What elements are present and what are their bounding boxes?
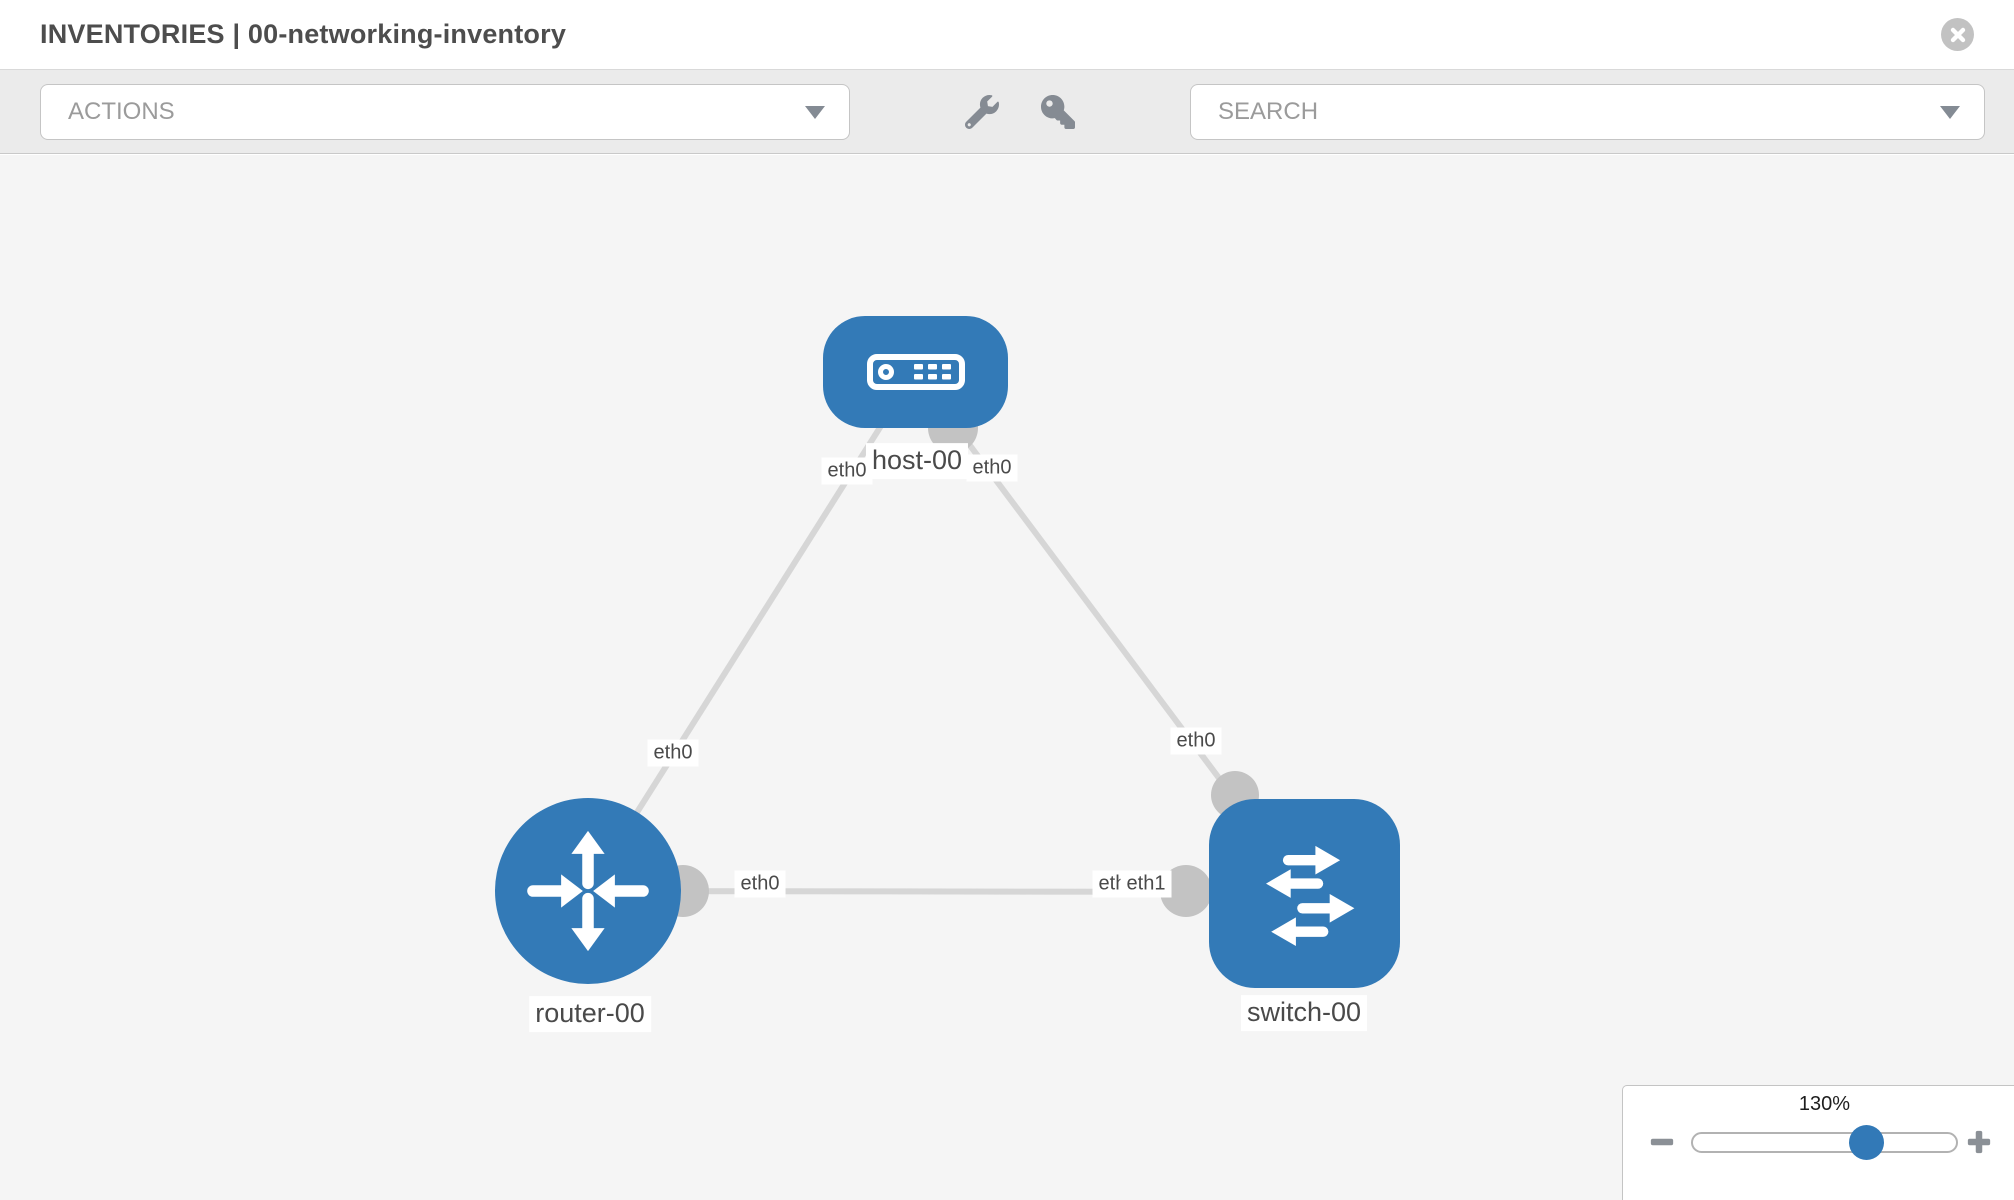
plus-icon bbox=[1967, 1130, 1991, 1154]
zoom-in-button[interactable] bbox=[1966, 1129, 1992, 1155]
topology-canvas[interactable]: host-00 router-00 switch-00 eth0 eth0 et… bbox=[0, 155, 2014, 1200]
toolbar: ACTIONS SEARCH bbox=[0, 70, 2014, 154]
chevron-down-icon bbox=[805, 105, 825, 119]
zoom-level-label: 130% bbox=[1798, 1093, 1851, 1115]
interface-label: eth0 bbox=[821, 457, 873, 485]
toolbar-icons bbox=[964, 94, 1075, 129]
interface-label: eth1 bbox=[1120, 870, 1172, 898]
interface-connector bbox=[1160, 865, 1212, 917]
node-host-00[interactable] bbox=[823, 316, 1008, 428]
switch-icon bbox=[1265, 845, 1354, 946]
topology-links-layer bbox=[585, 370, 1308, 917]
wrench-icon[interactable] bbox=[964, 94, 999, 129]
key-icon[interactable] bbox=[1041, 94, 1075, 129]
header: INVENTORIES | 00-networking-inventory bbox=[0, 0, 2014, 70]
interface-label: eth0 bbox=[734, 870, 786, 898]
chevron-down-icon bbox=[1940, 105, 1960, 119]
interface-label: eth0 bbox=[1170, 727, 1222, 755]
server-icon bbox=[866, 354, 965, 390]
page-title: INVENTORIES | 00-networking-inventory bbox=[40, 19, 567, 49]
zoom-panel: 130% bbox=[1622, 1085, 2014, 1200]
search-dropdown[interactable]: SEARCH bbox=[1190, 83, 1985, 140]
actions-dropdown[interactable]: ACTIONS bbox=[40, 83, 850, 140]
close-button[interactable] bbox=[1941, 18, 1974, 51]
node-label-router: router-00 bbox=[529, 996, 651, 1032]
close-icon bbox=[1950, 27, 1965, 42]
node-router-00[interactable] bbox=[495, 798, 681, 984]
zoom-slider[interactable] bbox=[1691, 1125, 1958, 1160]
search-dropdown-label: SEARCH bbox=[1218, 97, 1319, 125]
node-label-host: host-00 bbox=[865, 443, 969, 479]
interface-label: eth0 bbox=[647, 739, 699, 767]
minus-icon bbox=[1650, 1138, 1674, 1146]
router-icon bbox=[527, 830, 649, 952]
node-switch-00[interactable] bbox=[1209, 799, 1400, 988]
actions-dropdown-label: ACTIONS bbox=[68, 97, 175, 125]
zoom-out-button[interactable] bbox=[1649, 1129, 1675, 1155]
interface-label: eth0 bbox=[966, 454, 1018, 482]
zoom-slider-thumb[interactable] bbox=[1849, 1125, 1884, 1160]
node-label-switch: switch-00 bbox=[1240, 995, 1368, 1031]
